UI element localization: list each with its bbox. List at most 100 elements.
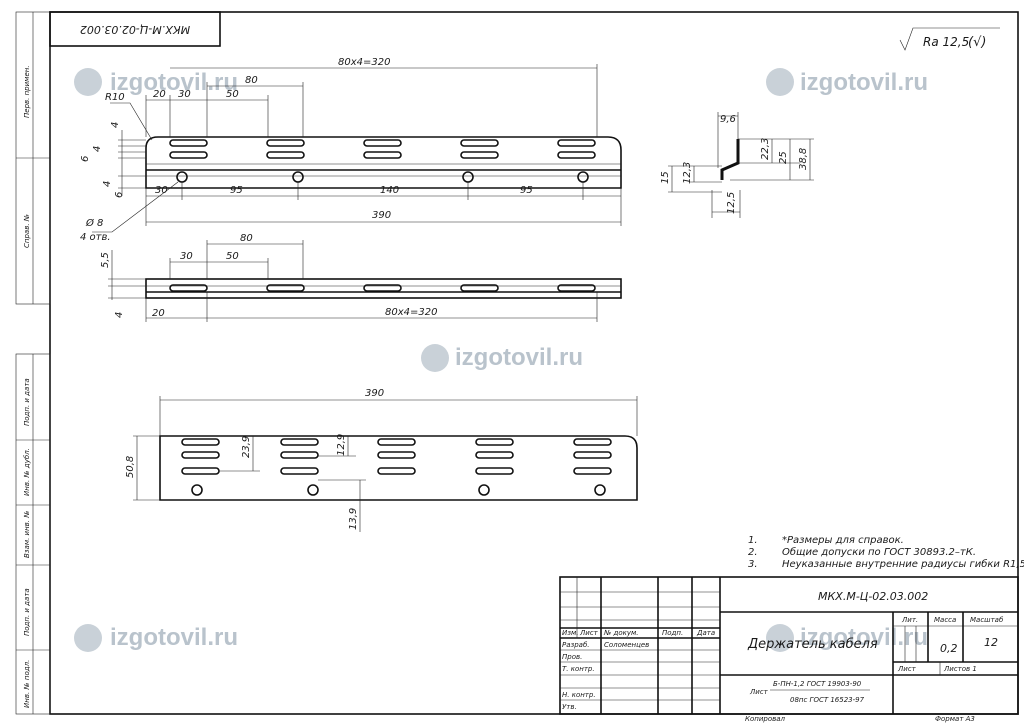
dim-d50: 50 bbox=[226, 89, 239, 100]
tb-col-izm: Изм. bbox=[562, 629, 578, 637]
watermark-4: izgotovil.ru bbox=[110, 624, 238, 651]
sec-dim-96: 9,6 bbox=[720, 114, 736, 125]
roughness-paren: (√) bbox=[968, 35, 986, 50]
slots-row-2 bbox=[169, 151, 596, 159]
side-label-3: Подп. и дата bbox=[23, 378, 31, 426]
dim-d20: 20 bbox=[153, 89, 166, 100]
v2-dim-20: 20 bbox=[152, 308, 165, 319]
watermark-logo-icon bbox=[421, 344, 449, 372]
dim-total-pitch: 80х4=320 bbox=[338, 57, 390, 68]
view-plan: 390 50,8 23,9 12,9 13,9 bbox=[125, 388, 638, 532]
plan-slots-row-2 bbox=[181, 451, 612, 459]
side-label-6: Подп. и дата bbox=[23, 588, 31, 636]
dim-6a: 6 bbox=[80, 156, 91, 162]
v2-dim-pitch: 80х4=320 bbox=[385, 307, 437, 318]
tb-material-bottom: 08пс ГОСТ 16523-97 bbox=[790, 696, 865, 704]
dim-6b: 6 bbox=[114, 192, 125, 198]
tb-material-top: Б-ПН-1,2 ГОСТ 19903-90 bbox=[773, 680, 862, 688]
tb-masshtab: Масштаб bbox=[970, 616, 1004, 624]
sec-dim-25: 25 bbox=[778, 151, 789, 164]
watermark-logo-icon bbox=[766, 68, 794, 96]
note-2-num: 2. bbox=[748, 547, 758, 558]
dim-hole-d: Ø 8 bbox=[85, 217, 103, 229]
holes bbox=[176, 171, 589, 183]
note-3-num: 3. bbox=[748, 559, 758, 570]
tb-razrab-name: Соломенцев bbox=[604, 641, 649, 649]
dim-b30: 30 bbox=[155, 185, 168, 196]
tb-col-date: Дата bbox=[696, 629, 715, 637]
tb-designation: МКХ.М-Ц-02.03.002 bbox=[818, 590, 928, 603]
top-stamp: МКХ.М-Ц-02.03.002 bbox=[49, 11, 221, 47]
dim-length: 390 bbox=[372, 210, 391, 221]
watermark-logo-icon bbox=[74, 68, 102, 96]
side-label-4: Инв. № дубл. bbox=[23, 448, 31, 496]
sec-dim-223: 22,3 bbox=[760, 138, 771, 160]
roughness-symbol: Ra 12,5 (√) bbox=[899, 27, 1000, 51]
side-label-2: Справ. № bbox=[23, 214, 31, 248]
note-3-text: Неуказанные внутренние радиусы гибки R1,… bbox=[782, 558, 1024, 570]
tb-utv: Утв. bbox=[562, 703, 577, 711]
slots-row-1 bbox=[169, 139, 596, 147]
tb-list-lbl: Лист bbox=[897, 665, 917, 673]
side-strip: Перв. примен. Справ. № Подп. и дата Инв.… bbox=[15, 11, 51, 715]
dim-radius: R10 bbox=[105, 92, 125, 103]
v2-dim-4: 4 bbox=[114, 312, 125, 318]
dim-p80: 80 bbox=[245, 75, 258, 86]
watermark-3: izgotovil.ru bbox=[455, 344, 583, 371]
watermark-5: izgotovil.ru bbox=[800, 624, 928, 651]
tb-col-podp: Подп. bbox=[662, 629, 683, 637]
sec-dim-123: 12,3 bbox=[682, 162, 693, 184]
note-2-text: Общие допуски по ГОСТ 30893.2–тК. bbox=[782, 546, 976, 558]
top-stamp-text: МКХ.М-Ц-02.03.002 bbox=[80, 23, 190, 36]
v3-dim-height: 50,8 bbox=[125, 456, 136, 478]
note-1-text: *Размеры для справок. bbox=[782, 535, 904, 546]
watermark-1: izgotovil.ru bbox=[110, 69, 238, 96]
v2-dim-55: 5,5 bbox=[100, 252, 111, 268]
slots-top-view bbox=[169, 284, 596, 292]
tb-razrab: Разраб. bbox=[562, 641, 590, 649]
section-profile: 9,6 22,3 25 38,8 15 12,3 12,5 bbox=[660, 112, 814, 218]
dim-4a: 4 bbox=[110, 122, 121, 128]
plan-slots-row-1 bbox=[181, 438, 612, 446]
dim-4b: 4 bbox=[92, 146, 103, 152]
tb-format: Формат А3 bbox=[935, 715, 975, 723]
tb-name: Держатель кабеля bbox=[747, 637, 878, 652]
tb-tkontr: Т. контр. bbox=[562, 665, 595, 673]
roughness-value: Ra 12,5 bbox=[923, 35, 969, 49]
sec-dim-15: 15 bbox=[660, 171, 671, 184]
tb-col-doc: № докум. bbox=[603, 629, 639, 637]
v3-dim-129: 12,9 bbox=[336, 434, 347, 456]
view-front: 80х4=320 80 20 30 50 R10 4 4 6 4 6 30 95… bbox=[80, 57, 622, 243]
technical-notes: 1. *Размеры для справок. 2. Общие допуск… bbox=[748, 535, 1024, 570]
dim-d30: 30 bbox=[178, 89, 191, 100]
view-top: 80 30 50 5,5 4 20 80х4=320 bbox=[100, 233, 622, 322]
tb-material-left: Лист bbox=[749, 688, 769, 696]
tb-masshtab-val: 12 bbox=[984, 636, 998, 649]
sec-dim-388: 38,8 bbox=[798, 148, 809, 170]
side-label-7: Инв. № подл. bbox=[23, 660, 31, 708]
v3-dim-length: 390 bbox=[365, 388, 384, 399]
dim-b140: 140 bbox=[380, 185, 399, 196]
tb-massa: Масса bbox=[934, 616, 956, 624]
v2-dim-d30: 30 bbox=[180, 251, 193, 262]
note-1-num: 1. bbox=[748, 535, 758, 546]
dim-hole-n: 4 отв. bbox=[80, 232, 111, 243]
watermark-logo-icon bbox=[766, 624, 794, 652]
watermark-2: izgotovil.ru bbox=[800, 69, 928, 96]
plan-holes bbox=[191, 484, 606, 496]
v2-dim-p80: 80 bbox=[240, 233, 253, 244]
tb-listov: Листов 1 bbox=[943, 665, 977, 673]
tb-prov: Пров. bbox=[562, 653, 582, 661]
v3-dim-239: 23,9 bbox=[241, 436, 252, 458]
v2-dim-d50: 50 bbox=[226, 251, 239, 262]
tb-massa-val: 0,2 bbox=[940, 642, 958, 655]
title-block: МКХ.М-Ц-02.03.002 Держатель кабеля Изм. … bbox=[559, 576, 1019, 723]
tb-col-list: Лист bbox=[579, 629, 599, 637]
dim-4c: 4 bbox=[102, 181, 113, 187]
watermarks: izgotovil.ru izgotovil.ru izgotovil.ru i… bbox=[74, 68, 928, 652]
tb-kopiroval: Копировал bbox=[745, 715, 786, 723]
v3-dim-139: 13,9 bbox=[348, 508, 359, 530]
side-label-1: Перв. примен. bbox=[23, 65, 31, 118]
side-label-5: Взам. инв. № bbox=[23, 510, 31, 558]
watermark-logo-icon bbox=[74, 624, 102, 652]
